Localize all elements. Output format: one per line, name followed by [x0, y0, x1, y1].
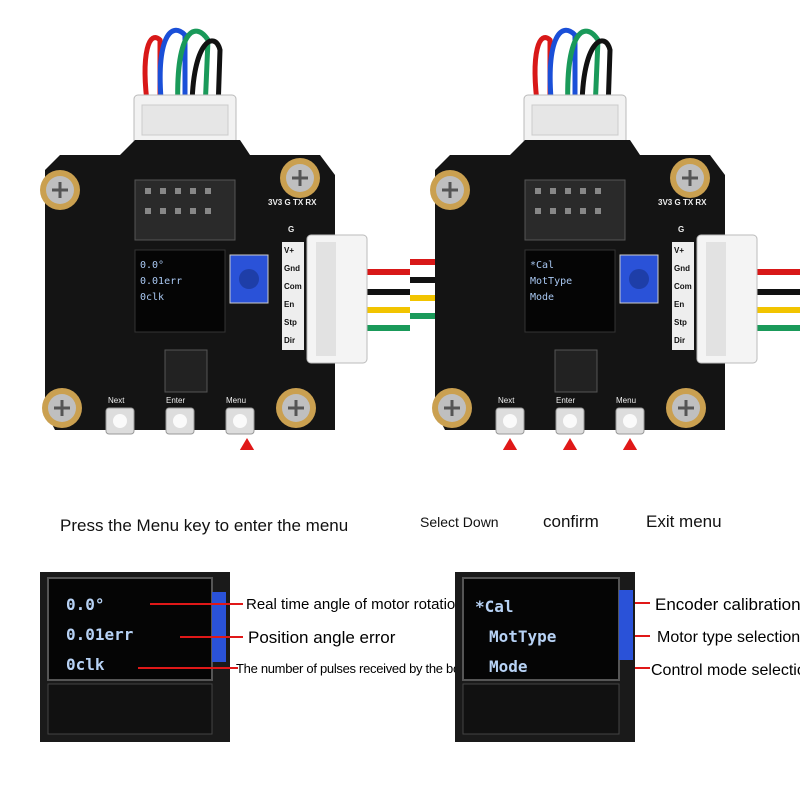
caption-exit-menu: Exit menu — [646, 512, 722, 531]
left-pin-tx: TX — [292, 198, 304, 207]
left-closeup-frame — [40, 572, 230, 742]
right-enter-label: Enter — [556, 396, 576, 405]
left-oled-line-1: 0.0° — [140, 260, 165, 271]
left-top-pin-labels: 3V3 G TX RX — [268, 198, 317, 207]
caption-press-menu: Press the Menu key to enter the menu — [60, 516, 349, 535]
left-pin-en: En — [282, 296, 304, 314]
left-board: 0.0° 0.01err 0clk Next Enter Menu 3V3 G … — [20, 10, 410, 450]
left-pin-vplus: V+ — [282, 242, 304, 260]
left-closeup: 0.0° 0.01err 0clk — [40, 572, 230, 742]
right-board-drawing — [410, 27, 800, 450]
right-top-pin-labels: 3V3 G TX RX — [658, 198, 707, 207]
left-pin-dir: Dir — [282, 332, 304, 350]
right-annotation-2: Motor type selection — [657, 629, 800, 646]
left-annotation-2: Position angle error — [248, 628, 396, 647]
left-closeup-line-1: 0.0° — [66, 595, 105, 614]
left-pin-rx: RX — [305, 198, 317, 207]
right-pin-dir: Dir — [672, 332, 694, 350]
right-pin-tx: TX — [682, 198, 694, 207]
right-pin-stp: Stp — [672, 314, 694, 332]
left-annotation-1: Real time angle of motor rotation — [246, 596, 464, 613]
right-pin-vplus: V+ — [672, 242, 694, 260]
right-oled-line-2: MotType — [530, 276, 573, 287]
right-closeup-frame — [455, 572, 635, 742]
left-next-label: Next — [108, 396, 125, 405]
left-pin-gnd: Gnd — [282, 260, 304, 278]
left-menu-label: Menu — [226, 396, 247, 405]
left-side-g-label: G — [288, 225, 295, 234]
right-closeup-line-1: *Cal — [475, 597, 514, 616]
left-pin-g: G — [284, 198, 291, 207]
right-next-label: Next — [498, 396, 515, 405]
left-board-drawing — [40, 27, 410, 450]
right-annotation-3: Control mode selection — [651, 662, 800, 679]
caption-confirm: confirm — [543, 512, 599, 531]
left-side-pin-labels: V+ Gnd Com En Stp Dir — [282, 242, 304, 350]
right-closeup-line-3: Mode — [489, 657, 528, 676]
right-pin-3v3: 3V3 — [658, 198, 673, 207]
right-pin-com: Com — [672, 278, 694, 296]
right-pin-rx: RX — [695, 198, 707, 207]
right-oled-screen: *Cal MotType Mode — [530, 258, 610, 306]
right-annotation-1: Encoder calibration — [655, 595, 800, 614]
right-pin-gnd: Gnd — [672, 260, 694, 278]
left-oled-line-3: 0clk — [140, 292, 165, 303]
left-closeup-line-2: 0.01err — [66, 625, 134, 644]
left-closeup-screen: 0.0° 0.01err 0clk — [66, 590, 133, 680]
right-closeup: *Cal MotType Mode — [455, 572, 635, 742]
left-oled-line-2: 0.01err — [140, 276, 183, 287]
right-side-g-label: G — [678, 225, 685, 234]
right-board: *Cal MotType Mode Next Enter Menu 3V3 G … — [410, 10, 800, 450]
left-pin-3v3: 3V3 — [268, 198, 283, 207]
caption-select-down: Select Down — [420, 514, 499, 530]
right-menu-label: Menu — [616, 396, 637, 405]
left-enter-label: Enter — [166, 396, 186, 405]
left-pin-com: Com — [282, 278, 304, 296]
left-annotation-3: The number of pulses received by the boa… — [236, 661, 478, 676]
right-side-pin-labels: V+ Gnd Com En Stp Dir — [672, 242, 694, 350]
left-oled-screen: 0.0° 0.01err 0clk — [140, 258, 220, 306]
left-pin-stp: Stp — [282, 314, 304, 332]
right-closeup-line-2: MotType — [489, 627, 557, 646]
left-closeup-line-3: 0clk — [66, 655, 105, 674]
right-pin-g: G — [674, 198, 681, 207]
right-pin-en: En — [672, 296, 694, 314]
right-oled-line-3: Mode — [530, 292, 555, 303]
right-closeup-screen: *Cal MotType Mode — [475, 592, 556, 682]
right-oled-line-1: *Cal — [530, 260, 555, 271]
